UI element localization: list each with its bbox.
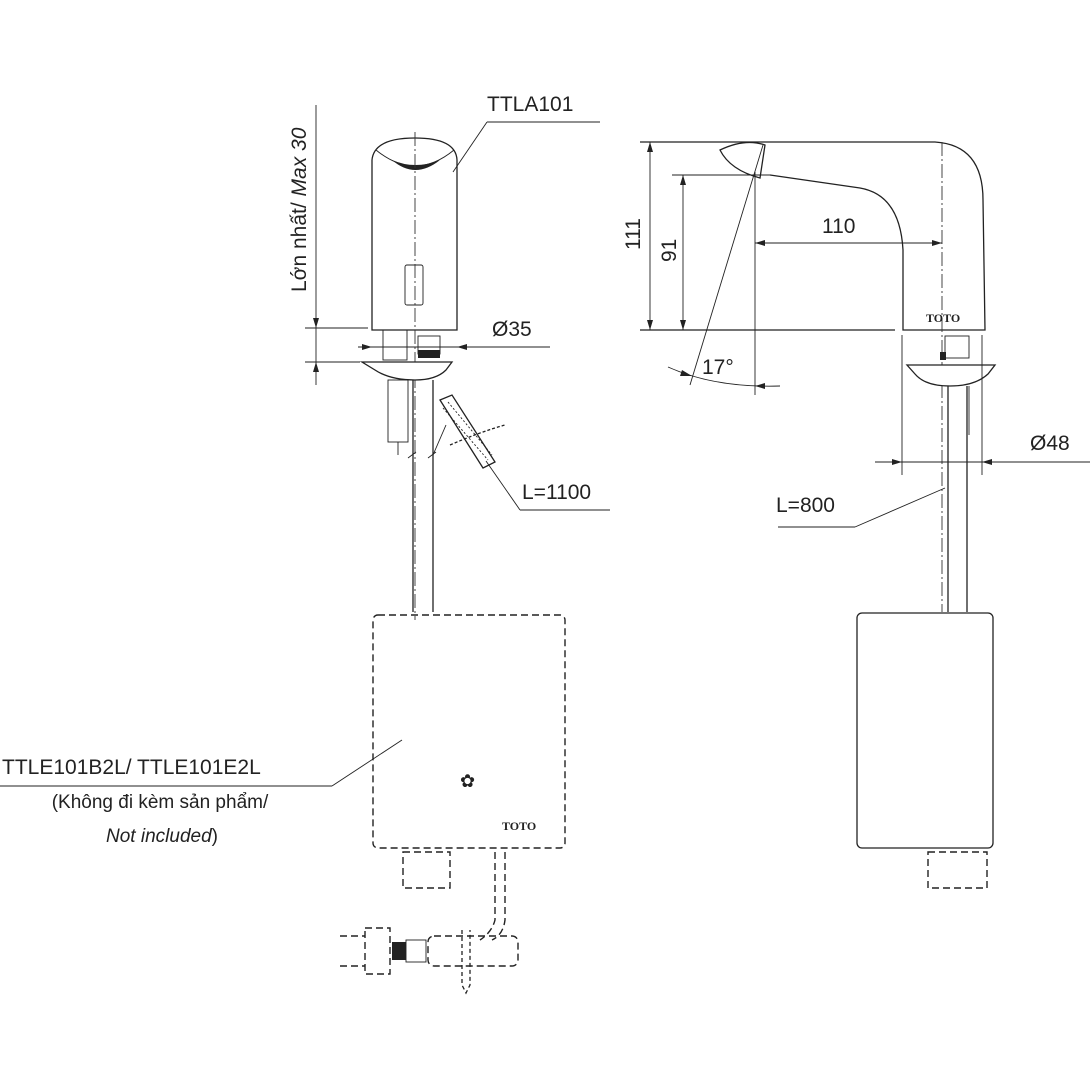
break-mark [407, 451, 437, 459]
not-included-en-label: Not included) [106, 826, 218, 847]
toto-logo-small: TOTO [926, 311, 960, 325]
hose-length-label: L=800 [776, 494, 835, 517]
max-height-label: Lớn nhất/ Max 30 [288, 127, 311, 292]
cable-hatch [442, 401, 493, 461]
leader-line [854, 487, 946, 528]
leader-line [331, 739, 403, 787]
diameter-label-left: Ø35 [492, 318, 532, 341]
power-plug [340, 927, 519, 995]
valve-nut [418, 350, 440, 358]
box-nut [402, 851, 451, 889]
diameter-label-right: Ø48 [1030, 432, 1070, 455]
sensor-window [404, 264, 424, 306]
valve-fitting [944, 335, 970, 359]
toto-logo: TOTO [502, 819, 536, 833]
arrow-icon [457, 344, 467, 350]
cable-length-label: L=1100 [522, 481, 591, 504]
valve-nut [940, 352, 946, 360]
control-box-model-label: TTLE101B2L/ TTLE101E2L [2, 756, 261, 779]
angle-line [689, 144, 764, 386]
arrow-icon [313, 362, 319, 372]
cable-tie [449, 424, 506, 446]
angle-arc [667, 366, 781, 387]
sensor-cable [439, 394, 496, 469]
angle-label: 17° [702, 356, 734, 379]
arrow-icon [362, 344, 372, 350]
arrow-icon [313, 318, 319, 328]
spout-outline [640, 141, 986, 331]
height-outlet-label: 91 [658, 239, 681, 262]
sensor-model-label: TTLA101 [487, 93, 573, 116]
side-view-faucet: TOTO 111 91 110 17° Ø48 L=800 [622, 141, 1090, 889]
base-plate [359, 361, 454, 381]
stud-rod [387, 379, 409, 443]
base-plate [905, 364, 997, 387]
fan-logo-icon: ✿ [460, 771, 475, 791]
leader-line [452, 121, 488, 173]
spout-reach-label: 110 [822, 215, 855, 238]
power-cable [479, 852, 506, 941]
box-nut [927, 851, 988, 889]
cable-strap [432, 424, 447, 456]
height-total-label: 111 [622, 218, 645, 250]
not-included-vi-label: (Không đi kèm sản phẩm/ [52, 792, 269, 813]
spout-outlet [719, 141, 766, 179]
mount-stud [382, 329, 408, 361]
leader-line [485, 460, 521, 511]
sensor-eye-icon [392, 160, 440, 170]
control-box-side [856, 612, 994, 849]
control-box [372, 614, 566, 849]
front-view-faucet: Lớn nhất/ Max 30 Ø35 TTLA101 L=1100 [0, 93, 610, 995]
